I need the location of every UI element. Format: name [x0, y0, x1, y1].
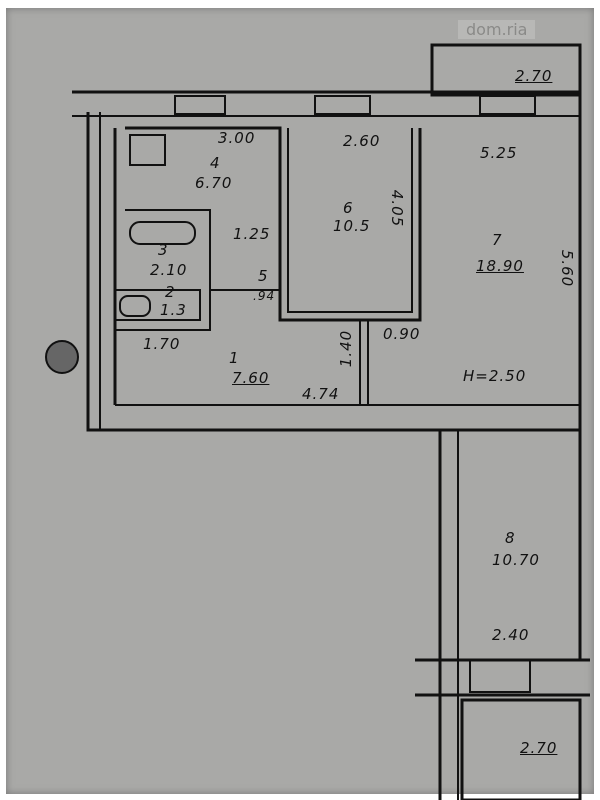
watermark: dom.ria — [458, 20, 536, 39]
dim-1-25: 1.25 — [233, 225, 271, 243]
dim-1-70: 1.70 — [143, 335, 181, 353]
window — [479, 95, 536, 115]
balcony-top — [430, 43, 582, 97]
room-3-number: 3 — [158, 241, 169, 259]
toilet-icon — [119, 295, 151, 317]
room-5-number: 5 — [258, 267, 269, 285]
room-8-number: 8 — [505, 529, 516, 547]
room-2-area: 1.3 — [160, 301, 187, 319]
toilet-wall — [115, 289, 201, 321]
dim-4-05: 4.05 — [388, 189, 407, 228]
ceiling-height: H=2.50 — [463, 367, 527, 385]
dim-5-60: 5.60 — [558, 249, 577, 288]
dim-1-40: 1.40 — [337, 329, 356, 368]
balcony-bottom-dim: 2.70 — [520, 739, 558, 757]
room-3-area: 2.10 — [150, 261, 188, 279]
inner-wall — [287, 128, 413, 313]
bathtub-icon — [129, 221, 196, 245]
dim-2-40: 2.40 — [492, 626, 530, 644]
balcony-top-dim: 2.70 — [515, 67, 553, 85]
floor-plan — [6, 8, 594, 794]
room-4-number: 4 — [210, 154, 221, 172]
bathroom-wall — [115, 209, 211, 331]
room-1-area: 7.60 — [232, 369, 270, 387]
room-7-number: 7 — [492, 231, 503, 249]
room-6-area: 10.5 — [333, 217, 371, 235]
balcony-bottom — [460, 698, 582, 800]
dim-4-74: 4.74 — [302, 385, 340, 403]
dim-3-00: 3.00 — [218, 129, 256, 147]
room-6-number: 6 — [343, 199, 354, 217]
room-2-number: 2 — [165, 283, 176, 301]
dim-2-60: 2.60 — [343, 132, 381, 150]
room-4-area: 6.70 — [195, 174, 233, 192]
room-7-area: 18.90 — [476, 257, 524, 275]
window — [314, 95, 371, 115]
inner-wall — [125, 126, 422, 322]
room-8-area: 10.70 — [492, 551, 540, 569]
room-5-area: .94 — [253, 289, 276, 303]
entrance-marker — [45, 340, 79, 374]
stove-icon — [129, 134, 166, 166]
window — [174, 95, 226, 115]
room-1-number: 1 — [229, 349, 240, 367]
dim-5-25: 5.25 — [480, 144, 518, 162]
window — [469, 659, 531, 693]
dim-0-90: 0.90 — [383, 325, 421, 343]
